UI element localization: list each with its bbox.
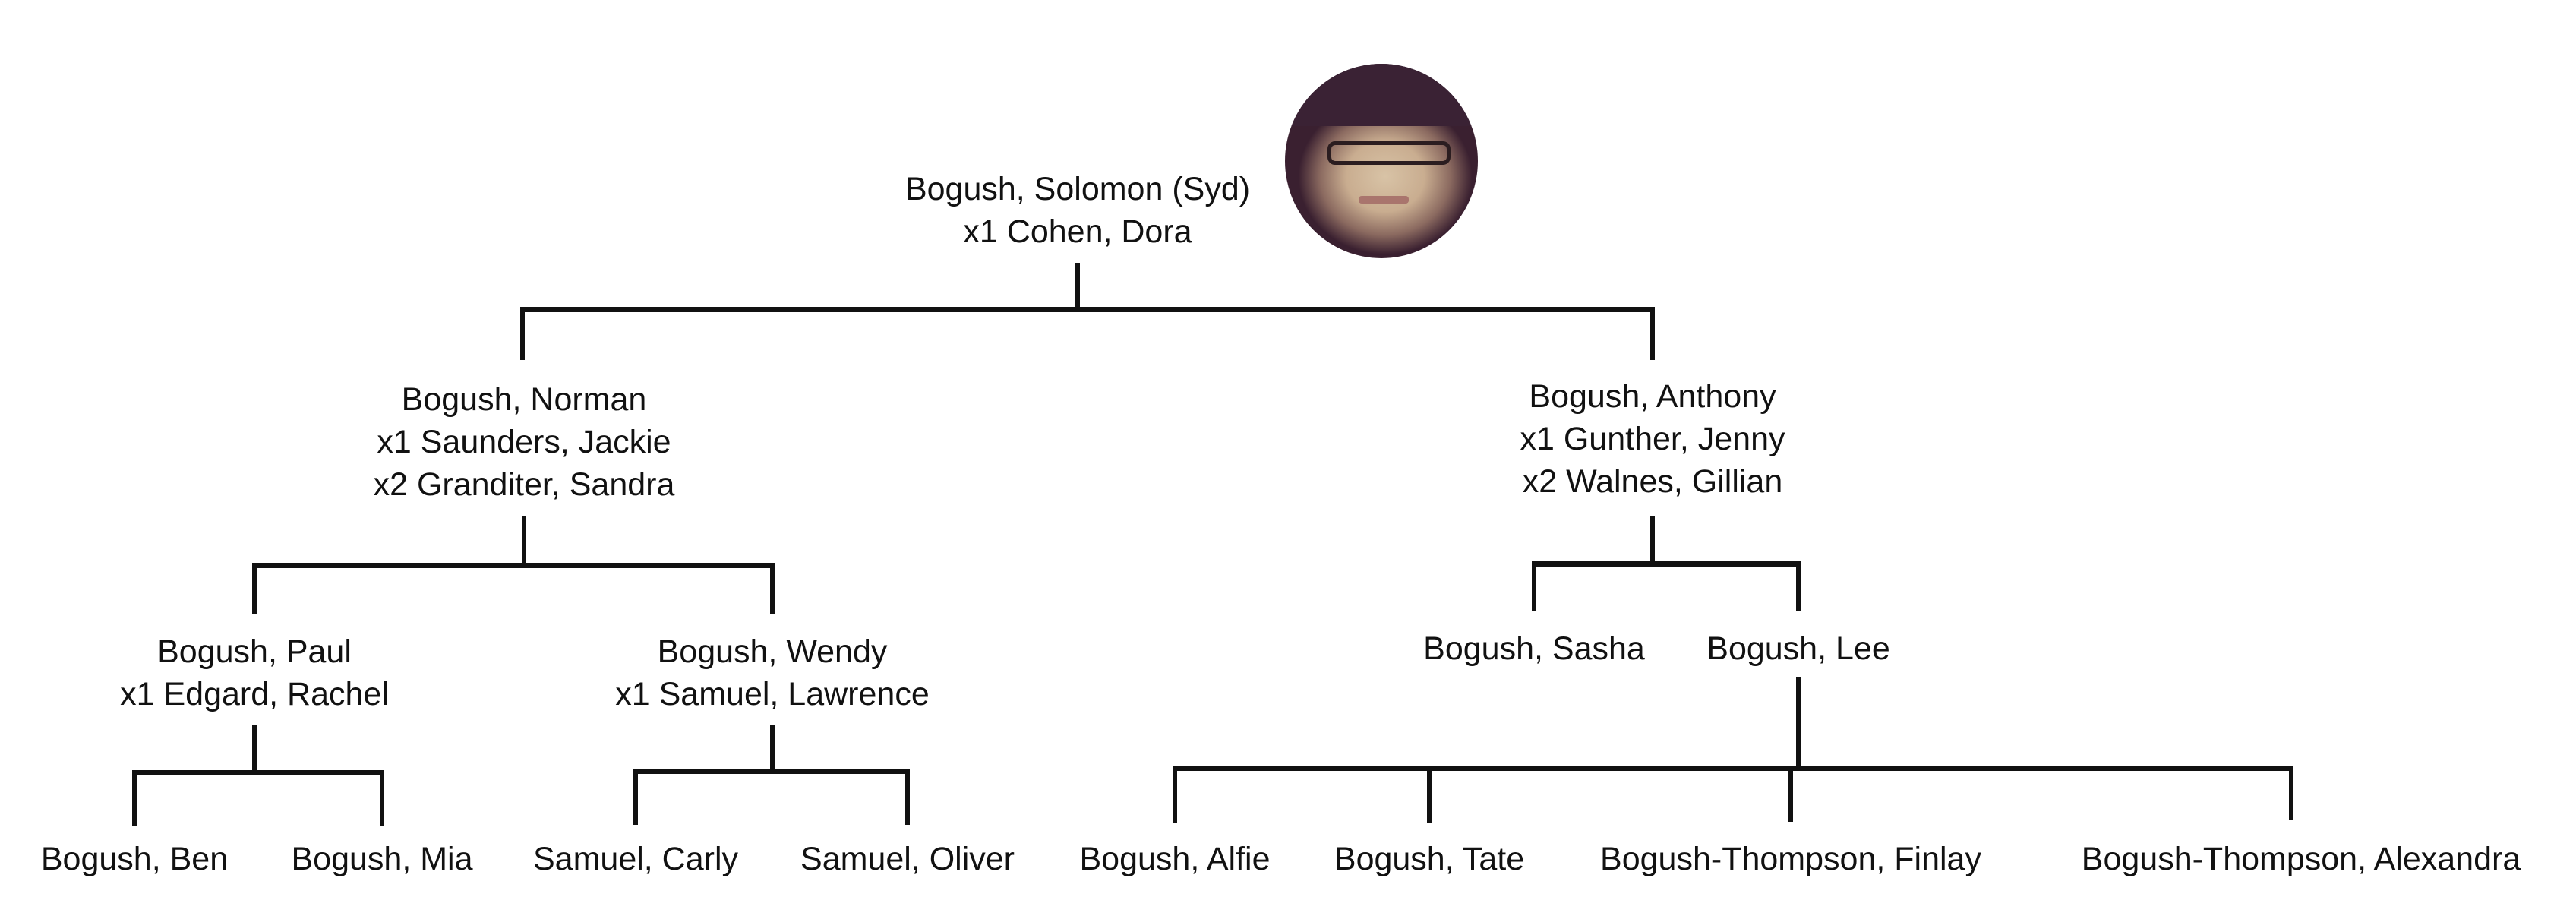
connector-line — [1532, 561, 1801, 567]
connector-line — [1173, 766, 2293, 771]
person-name: Bogush, Anthony — [1529, 378, 1776, 415]
spouse-name: x1 Cohen, Dora — [963, 213, 1192, 250]
person-name: Samuel, Carly — [532, 841, 739, 877]
person-name: Samuel, Oliver — [800, 841, 1015, 877]
connector-line — [1796, 561, 1801, 611]
person-ben-bogush: Bogush, Ben — [41, 838, 228, 880]
person-mia-bogush: Bogush, Mia — [291, 838, 472, 880]
connector-line — [1796, 677, 1801, 769]
person-alfie-bogush: Bogush, Alfie — [1079, 838, 1270, 880]
person-alexandra-bogush-thompson: Bogush-Thompson, Alexandra — [2082, 838, 2521, 880]
connector-line — [380, 770, 384, 826]
connector-line — [1650, 307, 1655, 360]
spouse-name: x2 Walnes, Gillian — [1522, 463, 1783, 500]
person-name: Bogush, Tate — [1334, 841, 1525, 877]
connector-line — [905, 769, 910, 825]
person-paul-bogush: Bogush, Paul x1 Edgard, Rachel — [120, 630, 389, 715]
connector-line — [132, 770, 137, 826]
person-norman-bogush: Bogush, Norman x1 Saunders, Jackie x2 Gr… — [374, 378, 675, 506]
connector-line — [770, 563, 775, 614]
spouse-name: x1 Gunther, Jenny — [1520, 421, 1785, 457]
connector-line — [132, 770, 384, 775]
connector-line — [252, 725, 257, 773]
person-oliver-samuel: Samuel, Oliver — [800, 838, 1015, 880]
person-name: Bogush, Wendy — [657, 633, 888, 670]
person-tate-bogush: Bogush, Tate — [1334, 838, 1524, 880]
connector-line — [1532, 561, 1536, 611]
person-name: Bogush, Paul — [157, 633, 352, 670]
person-solomon-bogush: Bogush, Solomon (Syd) x1 Cohen, Dora — [905, 168, 1250, 253]
spouse-name: x1 Saunders, Jackie — [377, 424, 671, 460]
connector-line — [2289, 766, 2293, 820]
spouse-name: x1 Edgard, Rachel — [120, 676, 389, 712]
portrait-photo — [1285, 64, 1478, 258]
person-lee-bogush: Bogush, Lee — [1706, 627, 1889, 670]
person-name: Bogush, Ben — [40, 841, 229, 877]
connector-line — [633, 769, 638, 825]
person-name: Bogush, Alfie — [1079, 841, 1271, 877]
connector-line — [252, 563, 775, 568]
person-carly-samuel: Samuel, Carly — [533, 838, 738, 880]
person-name: Bogush, Norman — [401, 381, 647, 418]
person-anthony-bogush: Bogush, Anthony x1 Gunther, Jenny x2 Wal… — [1520, 375, 1785, 503]
connector-line — [252, 563, 257, 614]
person-finlay-bogush-thompson: Bogush-Thompson, Finlay — [1600, 838, 1981, 880]
connector-line — [520, 307, 1655, 312]
connector-line — [633, 769, 910, 774]
connector-line — [1788, 766, 1793, 822]
connector-line — [1075, 263, 1080, 310]
connector-line — [1427, 766, 1432, 823]
connector-line — [522, 516, 526, 566]
person-sasha-bogush: Bogush, Sasha — [1423, 627, 1645, 670]
spouse-name: x2 Granditer, Sandra — [373, 466, 675, 503]
connector-line — [770, 725, 775, 772]
person-name: Bogush, Solomon (Syd) — [904, 171, 1251, 207]
connector-line — [520, 307, 525, 360]
person-name: Bogush-Thompson, Alexandra — [2081, 841, 2521, 877]
person-name: Bogush, Lee — [1706, 630, 1890, 667]
person-name: Bogush, Mia — [291, 841, 473, 877]
spouse-name: x1 Samuel, Lawrence — [615, 676, 930, 712]
person-name: Bogush-Thompson, Finlay — [1600, 841, 1981, 877]
connector-line — [1173, 766, 1177, 823]
person-name: Bogush, Sasha — [1423, 630, 1645, 667]
person-wendy-bogush: Bogush, Wendy x1 Samuel, Lawrence — [615, 630, 930, 715]
connector-line — [1650, 516, 1655, 564]
